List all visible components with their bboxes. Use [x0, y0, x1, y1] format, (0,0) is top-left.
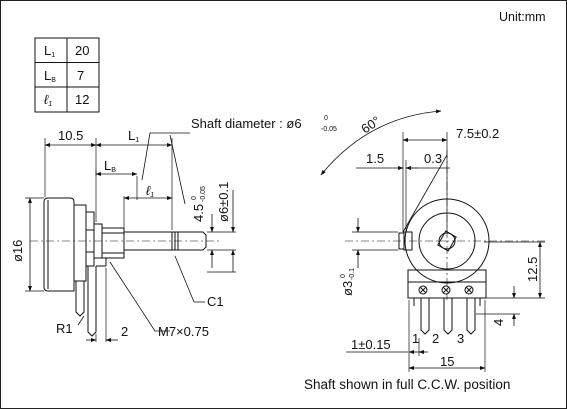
front-view-centerlines [345, 150, 545, 300]
dimension-table [34, 37, 100, 113]
dim-2: 2 [121, 324, 128, 339]
dim-12-5: 12.5 [525, 257, 540, 282]
pin-label-2: 2 [432, 331, 439, 346]
thread-m7: M7×0.75 [158, 324, 209, 339]
dim-ell1: ℓ1 [146, 183, 154, 199]
dim-phi3-tol-lo: -0.1 [349, 268, 356, 280]
dim-4-5-tol-hi: 0 [191, 196, 198, 200]
front-view-dimension-lines [320, 109, 542, 370]
dim-phi6: ø6±0.1 [216, 182, 231, 222]
dim-lb: LB [104, 158, 116, 174]
dim-l1: L1 [128, 128, 139, 144]
dim-phi16: ø16 [10, 240, 25, 262]
pin-pitch-tolerance: 1±0.15 [351, 337, 391, 352]
pin-label-1: 1 [412, 331, 419, 346]
dim-1-5: 1.5 [366, 151, 384, 166]
angle-60: 60° [358, 113, 383, 136]
dim-4: 4 [491, 319, 506, 326]
table-row-l1-symbol: L1 [44, 43, 55, 59]
dim-phi3-tol-hi: 0 [340, 274, 347, 278]
dim-4-5-tol-lo: -0.05 [200, 186, 207, 202]
dim-phi3: ø3 [340, 281, 355, 296]
chamfer-c1: C1 [207, 294, 224, 309]
table-row-l1-value: 20 [75, 43, 89, 58]
dim-r1: R1 [56, 321, 73, 336]
table-row-lb-symbol: LB [44, 68, 56, 84]
side-view-outline [43, 197, 207, 337]
table-row-lb-value: 7 [77, 68, 84, 83]
side-view-extension-lines [25, 138, 236, 342]
unit-label: Unit:mm [499, 10, 546, 24]
table-row-ell1-symbol: ℓ1 [44, 92, 52, 108]
front-view-outline [398, 198, 490, 335]
pin-label-3: 3 [457, 331, 464, 346]
side-view-dimension-lines [28, 132, 235, 342]
shaft-diameter-label: Shaft diameter : ø6 [191, 116, 302, 131]
dim-0-3: 0.3 [424, 151, 442, 166]
shaft-tol-hi: 0 [324, 115, 328, 122]
table-row-ell1-value: 12 [75, 92, 89, 107]
dim-4-5: 4.5 [191, 204, 206, 222]
dim-7-5: 7.5±0.2 [456, 126, 499, 141]
dim-15: 15 [440, 354, 454, 369]
shaft-tol-lo: -0.05 [321, 126, 337, 133]
caption: Shaft shown in full C.C.W. position [304, 377, 510, 392]
dim-10-5: 10.5 [58, 128, 83, 143]
